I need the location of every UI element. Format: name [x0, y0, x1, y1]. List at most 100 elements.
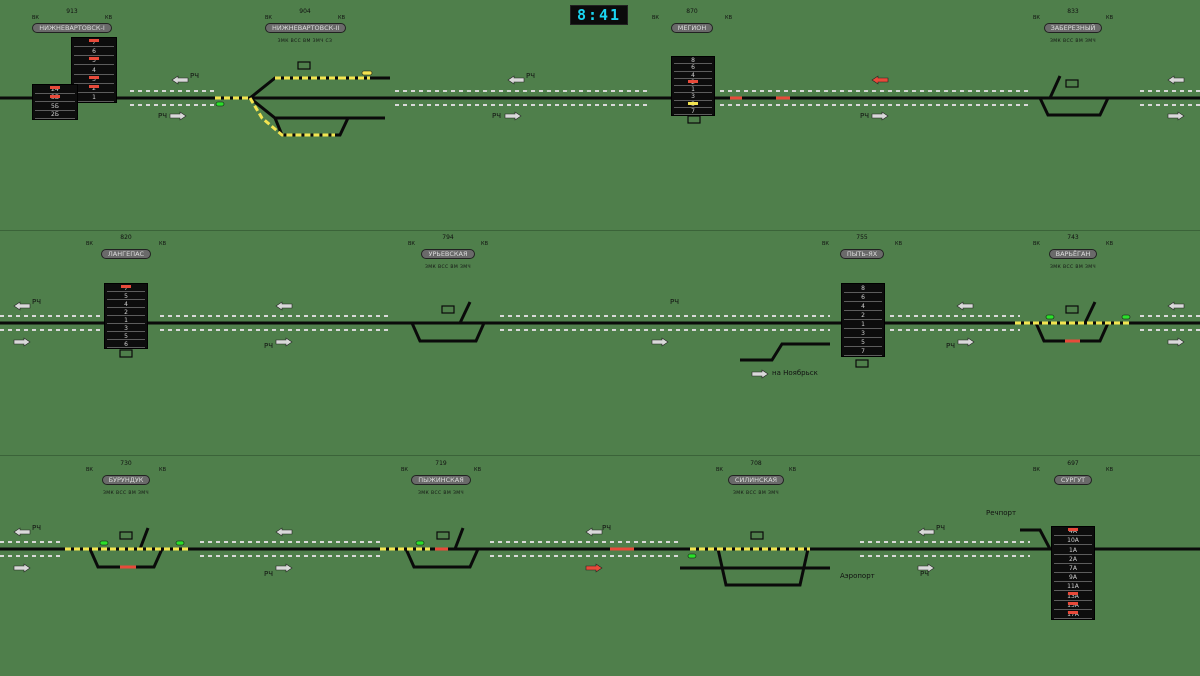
alarm-arrow[interactable]: [871, 75, 889, 85]
rack-track-label[interactable]: 4: [861, 303, 865, 310]
station-name[interactable]: БУРУНДУК: [101, 475, 151, 485]
station-header[interactable]: 708 ВК СИЛИНСКАЯ КВ ЗМК ВСС ВМ ЗМЧ: [716, 460, 796, 496]
rack-track-label[interactable]: 2Б: [51, 111, 59, 119]
rack-lamp: [1068, 601, 1078, 605]
station-name[interactable]: НИЖНЕВАРТОВСК-I: [32, 23, 112, 33]
rack-track-label[interactable]: 4А: [1069, 528, 1077, 536]
control-buttons[interactable]: ЗМК ВСС ВМ ЗМЧ: [417, 491, 465, 496]
rack-track-label[interactable]: 5Б: [51, 102, 59, 110]
rack-track-label[interactable]: 4: [124, 300, 128, 308]
rack-divider: [674, 63, 712, 65]
rack-track-label[interactable]: 10А: [1067, 537, 1079, 545]
station-name[interactable]: ПЫЖИНСКАЯ: [411, 475, 471, 485]
rack-track-label[interactable]: 24: [51, 85, 59, 93]
siding-track: [88, 548, 164, 569]
side-label: ВК: [86, 467, 93, 473]
rack-track-label[interactable]: 6: [861, 294, 865, 301]
side-label: КВ: [1106, 241, 1113, 247]
station-name[interactable]: ПЫТЬ-ЯХ: [839, 249, 885, 259]
station-header[interactable]: 904 ВК НИЖНЕВАРТОВСК-II КВ ЗМК ВСС ВМ ЗМ…: [265, 8, 347, 44]
green-signals[interactable]: [99, 101, 1131, 559]
rack-track-label[interactable]: 13А: [1067, 592, 1079, 600]
station-header[interactable]: 730 ВК БУРУНДУК КВ ЗМК ВСС ВМ ЗМЧ: [86, 460, 166, 496]
rack-track-label[interactable]: 3: [691, 93, 695, 101]
rack-track-label[interactable]: 1: [124, 316, 128, 324]
rack-track-label[interactable]: 9А: [1069, 574, 1077, 582]
station-name[interactable]: ЛАНГЕПАС: [100, 249, 152, 259]
rack-track-label[interactable]: 2: [124, 308, 128, 316]
station-name[interactable]: ВАРЬЁГАН: [1048, 249, 1098, 259]
rack-divider: [1054, 572, 1092, 573]
station-name[interactable]: СИЛИНСКАЯ: [727, 475, 785, 485]
rack-track-label[interactable]: 2: [92, 84, 96, 92]
station-header[interactable]: 913 ВК НИЖНЕВАРТОВСК-I КВ: [32, 8, 112, 34]
rack-track-label[interactable]: 7: [124, 284, 128, 292]
station-number: 730: [120, 460, 132, 467]
rack-track-label[interactable]: 1: [691, 86, 695, 94]
station-header[interactable]: 719 ВК ПЫЖИНСКАЯ КВ ЗМК ВСС ВМ ЗМЧ: [401, 460, 481, 496]
station-header[interactable]: 755 ВК ПЫТЬ-ЯХ КВ: [822, 234, 902, 260]
control-buttons[interactable]: ЗМК ВСС ВМ ЗМЧ СЗ: [277, 39, 333, 44]
rack-track-label[interactable]: 7: [92, 39, 96, 47]
control-buttons[interactable]: ЗМК ВСС ВМ ЗМЧ: [1049, 265, 1097, 270]
rack-track-label[interactable]: 17А: [1067, 610, 1079, 618]
rack-track-label[interactable]: 6: [691, 64, 695, 72]
rack-track-label[interactable]: 3: [861, 330, 865, 337]
rack-track-label[interactable]: 5: [92, 57, 96, 65]
rack-track-label[interactable]: 1: [92, 93, 96, 101]
rack-track-label[interactable]: 3: [92, 75, 96, 83]
side-label: КВ: [1106, 467, 1113, 473]
rack-track-label[interactable]: 1: [861, 321, 865, 328]
rack-track-label[interactable]: 7А: [1069, 564, 1077, 572]
rack-track-label[interactable]: 2А: [1069, 555, 1077, 563]
station-header[interactable]: 833 ВК ЗАБЕРЕЗНЫЙ КВ ЗМК ВСС ВМ ЗМЧ: [1033, 8, 1113, 44]
rack-track-label[interactable]: 6: [92, 48, 96, 56]
rack-track-label[interactable]: 7: [861, 348, 865, 355]
rack-track-label[interactable]: 1А: [1069, 546, 1077, 554]
rack-divider: [74, 82, 114, 84]
rack-track-label[interactable]: 6: [124, 340, 128, 348]
rack-divider: [674, 114, 712, 115]
rack-track-label[interactable]: 8: [861, 285, 865, 292]
station-header[interactable]: 870 ВК МЕГИОН КВ: [652, 8, 732, 34]
rack-track-label[interactable]: 11А: [1067, 583, 1079, 591]
station-header[interactable]: 697 ВК СУРГУТ КВ: [1033, 460, 1113, 486]
rack-track-label[interactable]: 3Б: [51, 94, 59, 102]
station-name[interactable]: СУРГУТ: [1053, 475, 1093, 485]
side-label: ВК: [1033, 467, 1040, 473]
alarm-arrow[interactable]: [585, 563, 603, 573]
station-name[interactable]: МЕГИОН: [670, 23, 714, 33]
rack-divider: [674, 92, 712, 94]
track-rack[interactable]: 8 6 4 2 1 3 5 7: [841, 283, 885, 357]
control-buttons[interactable]: ЗМК ВСС ВМ ЗМЧ: [732, 491, 780, 496]
rack-lamp: [1068, 610, 1078, 614]
rack-divider: [107, 347, 145, 348]
control-buttons[interactable]: ЗМК ВСС ВМ ЗМЧ: [424, 265, 472, 270]
rack-track-label[interactable]: 5: [124, 292, 128, 300]
rack-track-label[interactable]: 5: [124, 332, 128, 340]
control-buttons[interactable]: ЗМК ВСС ВМ ЗМЧ: [102, 491, 150, 496]
station-header[interactable]: 794 ВК УРЬЕВСКАЯ КВ ЗМК ВСС ВМ ЗМЧ: [408, 234, 488, 270]
rack-track-label[interactable]: 5: [861, 339, 865, 346]
rack-track-label[interactable]: 2: [861, 312, 865, 319]
rack-track-label[interactable]: 4: [92, 66, 96, 74]
station-name[interactable]: ЗАБЕРЕЗНЫЙ: [1043, 23, 1103, 33]
control-buttons[interactable]: ЗМК ВСС ВМ ЗМЧ: [1049, 39, 1097, 44]
station-name[interactable]: УРЬЕВСКАЯ: [421, 249, 475, 259]
station-header[interactable]: 820 ВК ЛАНГЕПАС КВ: [86, 234, 166, 260]
rack-lamp: [89, 84, 99, 88]
station-header[interactable]: 743 ВК ВАРЬЁГАН КВ ЗМК ВСС ВМ ЗМЧ: [1033, 234, 1113, 270]
yellow-signal[interactable]: [361, 70, 373, 76]
rack-track-label[interactable]: 7: [691, 107, 695, 115]
zch-boxes[interactable]: [119, 61, 1079, 540]
rack-track-label[interactable]: 15А: [1067, 601, 1079, 609]
station-name[interactable]: НИЖНЕВАРТОВСК-II: [265, 23, 347, 33]
rack-track-label[interactable]: 8: [691, 57, 695, 65]
rack-track-label[interactable]: 4: [691, 71, 695, 79]
rack-track-label[interactable]: 3: [124, 324, 128, 332]
